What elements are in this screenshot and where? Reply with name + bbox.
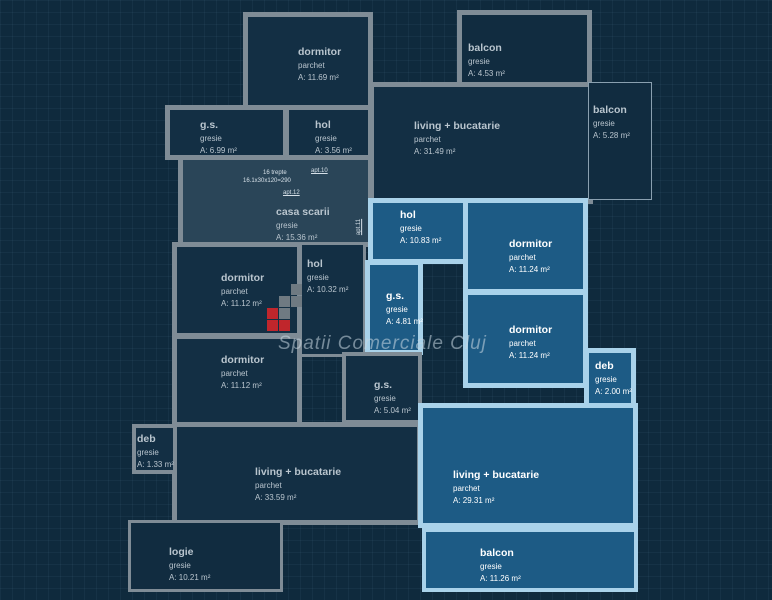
room-name: dormitor: [298, 46, 342, 58]
stairs-dimensions: 16.1x30x120=290: [243, 178, 291, 184]
room-material: gresie: [595, 375, 617, 385]
room-area: A: 11.12 m²: [221, 380, 262, 390]
room-name: hol: [315, 119, 331, 131]
room-name: hol: [400, 209, 416, 221]
room-area: A: 33.59 m²: [255, 492, 297, 502]
watermark-logo: [265, 270, 305, 331]
room-material: gresie: [276, 221, 298, 231]
room-material: gresie: [468, 57, 490, 67]
room-area: A: 11.26 m²: [480, 573, 521, 583]
room-material: parchet: [414, 135, 441, 145]
room-material: parchet: [221, 369, 248, 379]
room-area: A: 1.33 m²: [137, 459, 174, 469]
room-material: gresie: [374, 394, 396, 404]
room-material: parchet: [221, 287, 248, 297]
room-area: A: 15.36 m²: [276, 232, 318, 242]
room-material: parchet: [298, 61, 325, 71]
room-name: g.s.: [374, 379, 393, 391]
room-material: gresie: [307, 273, 329, 283]
room-name: balcon: [593, 104, 627, 116]
apt-label-12: apt.12: [283, 190, 300, 196]
room-area: A: 10.83 m²: [400, 235, 442, 245]
room-name: deb: [595, 360, 614, 372]
room-area: A: 11.69 m²: [298, 72, 339, 82]
watermark-text: Spatii Comerciale Cluj: [278, 333, 487, 354]
room-area: A: 29.31 m²: [453, 495, 495, 505]
room-name: g.s.: [386, 290, 405, 302]
room-name: logie: [169, 546, 194, 558]
room-name: balcon: [480, 547, 514, 559]
room-name: living + bucatarie: [453, 469, 540, 481]
room-material: gresie: [386, 305, 408, 315]
room-material: gresie: [593, 119, 615, 129]
room-material: gresie: [200, 134, 222, 144]
room-name: balcon: [468, 42, 502, 54]
room-name: casa scarii: [276, 206, 330, 218]
room-material: gresie: [400, 224, 422, 234]
room-name: g.s.: [200, 119, 219, 131]
room-area: A: 3.56 m²: [315, 145, 352, 155]
room-material: parchet: [255, 481, 282, 491]
room-area: A: 5.28 m²: [593, 130, 630, 140]
room-name: hol: [307, 258, 323, 270]
room-area: A: 5.04 m²: [374, 405, 411, 415]
room-area: A: 2.00 m²: [595, 386, 632, 396]
room-area: A: 10.21 m²: [169, 572, 211, 582]
room-name: living + bucatarie: [414, 120, 501, 132]
room-area: A: 4.53 m²: [468, 68, 505, 78]
room-name: dormitor: [221, 354, 265, 366]
room-name: deb: [137, 433, 156, 445]
room-material: parchet: [453, 484, 480, 494]
room-area: A: 6.99 m²: [200, 145, 237, 155]
room-material: gresie: [315, 134, 337, 144]
room-material: parchet: [509, 339, 536, 349]
room-name: dormitor: [509, 324, 553, 336]
room-name: dormitor: [221, 272, 265, 284]
room-area: A: 4.81 m²: [386, 316, 423, 326]
room-area: A: 31.49 m²: [414, 146, 456, 156]
room-area: A: 11.24 m²: [509, 350, 550, 360]
room-material: parchet: [509, 253, 536, 263]
apt-label-11: apt.11: [356, 218, 363, 236]
room-area: A: 10.32 m²: [307, 284, 349, 294]
room-name: dormitor: [509, 238, 553, 250]
room-name: living + bucatarie: [255, 466, 342, 478]
stairs-steps: 16 trepte: [263, 170, 287, 176]
room-area: A: 11.12 m²: [221, 298, 262, 308]
room-material: gresie: [169, 561, 191, 571]
room-area: A: 11.24 m²: [509, 264, 550, 274]
room-material: gresie: [480, 562, 502, 572]
apt-label-10: apt.10: [311, 168, 328, 174]
room-material: gresie: [137, 448, 159, 458]
